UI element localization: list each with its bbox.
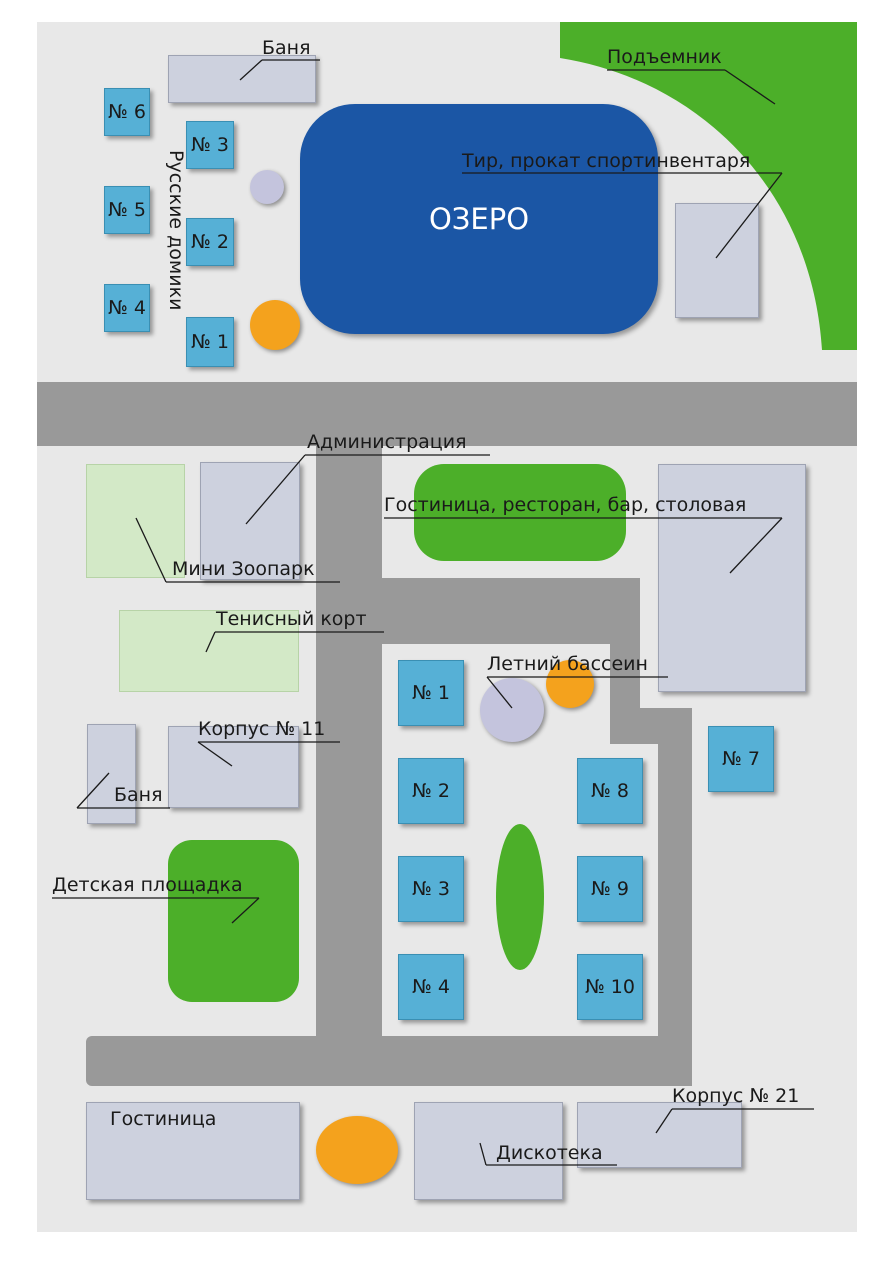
cottage-7: № 7 <box>708 726 774 792</box>
label-tennis-court: Тенисный корт <box>216 608 367 630</box>
cottage-2: № 2 <box>398 758 464 824</box>
orange-pond-top <box>250 300 300 350</box>
gazebo-top <box>250 170 284 204</box>
label-banya-left: Баня <box>114 784 163 806</box>
road-upper-connector <box>316 578 640 644</box>
russian-cottage-2: № 2 <box>186 218 234 266</box>
shooting-range-building <box>675 203 759 318</box>
orange-feature-pool <box>546 660 594 708</box>
russian-cottage-6: № 6 <box>104 88 150 136</box>
russian-cottage-3: № 3 <box>186 121 234 169</box>
lake-label: ОЗЕРО <box>428 202 530 236</box>
cottage-3: № 3 <box>398 856 464 922</box>
label-disco: Дискотека <box>496 1142 603 1164</box>
hotel-complex-building <box>658 464 806 692</box>
summer-pool <box>480 678 544 742</box>
cottage-4: № 4 <box>398 954 464 1020</box>
orange-fountain <box>316 1116 398 1184</box>
label-banya-top: Баня <box>262 37 311 59</box>
hotel-building <box>86 1102 300 1200</box>
label-korpus-11: Корпус № 11 <box>198 718 326 740</box>
cottage-9: № 9 <box>577 856 643 922</box>
main-road <box>37 382 857 446</box>
lake: ОЗЕРО <box>300 104 658 334</box>
courtyard-flowerbed <box>496 824 544 970</box>
label-hotel: Гостиница <box>110 1108 217 1130</box>
banya-top-building <box>168 55 316 103</box>
label-korpus-21: Корпус № 21 <box>672 1085 800 1107</box>
russian-cottage-1: № 1 <box>186 317 234 367</box>
label-administration: Администрация <box>307 431 467 453</box>
banya-left-building <box>87 724 136 824</box>
label-playground: Детская площадка <box>52 874 243 896</box>
playground-area <box>168 840 299 1002</box>
russian-cottage-4: № 4 <box>104 284 150 332</box>
label-russian-houses: Русские домики <box>165 150 187 311</box>
road-right-lower <box>658 708 692 1086</box>
disco-building <box>414 1102 563 1200</box>
label-lift: Подъемник <box>607 46 722 68</box>
road-vertical-left <box>316 446 382 1086</box>
label-shooting-range: Тир, прокат спортинвентаря <box>462 150 751 172</box>
label-summer-pool: Летний бассеин <box>487 653 648 675</box>
label-hotel-complex: Гостиница, ресторан, бар, столовая <box>384 494 747 516</box>
russian-cottage-5: № 5 <box>104 186 150 234</box>
mini-zoo-area <box>86 464 185 578</box>
cottage-1: № 1 <box>398 660 464 726</box>
road-bottom <box>86 1036 692 1086</box>
hotel-complex-garden <box>414 464 626 561</box>
label-mini-zoo: Мини Зоопарк <box>172 558 315 580</box>
korpus-11-building <box>168 726 299 808</box>
cottage-10: № 10 <box>577 954 643 1020</box>
cottage-8: № 8 <box>577 758 643 824</box>
